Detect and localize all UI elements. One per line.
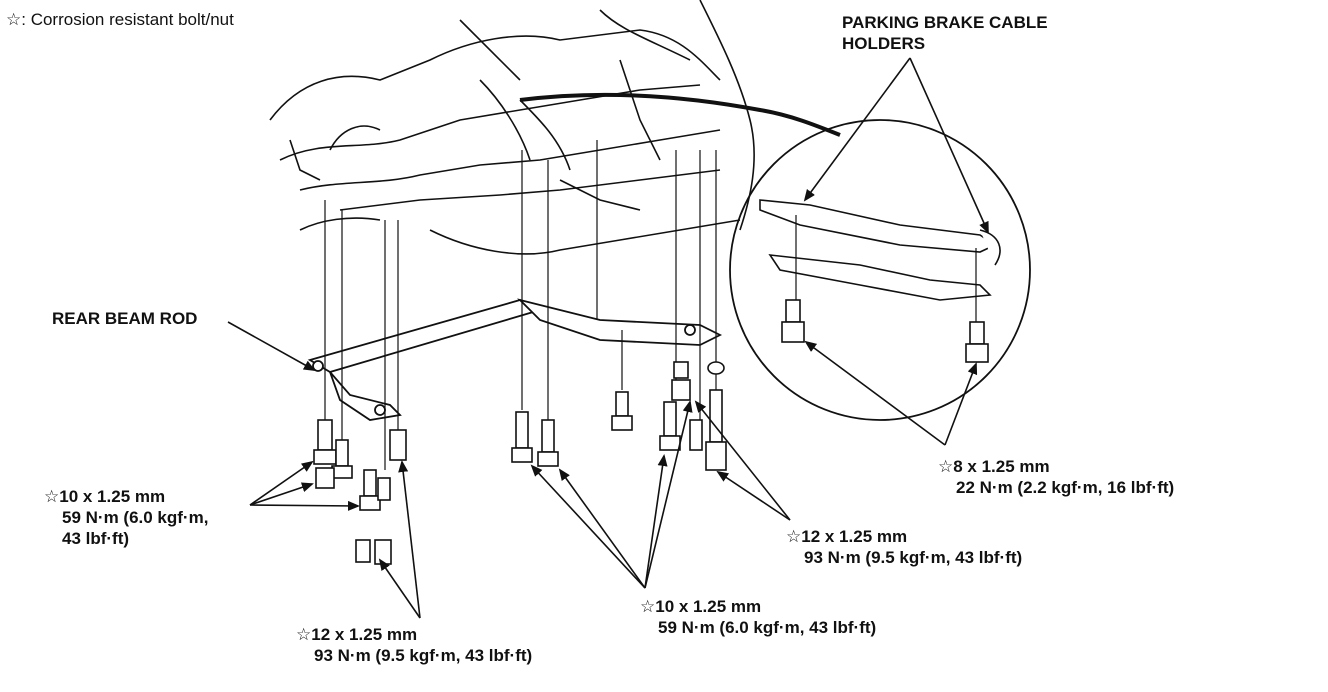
spec-size: 8 x 1.25 mm <box>953 457 1050 476</box>
spec-size: 10 x 1.25 mm <box>655 597 762 616</box>
bolts-right <box>659 361 727 471</box>
spec-torque: 59 N·m (6.0 kgf·m, 43 lbf·ft) <box>658 618 877 637</box>
parking-brake-label-line1: PARKING BRAKE CABLE <box>842 13 1048 32</box>
assembly-lines <box>324 140 717 470</box>
corrosion-note-text: : Corrosion resistant bolt/nut <box>21 10 234 29</box>
star-symbol: ☆ <box>786 527 802 546</box>
spec-center-10: ☆10 x 1.25 mm 59 N·m (6.0 kgf·m, 43 lbf·… <box>640 596 876 638</box>
spec-size: 12 x 1.25 mm <box>311 625 418 644</box>
spec-torque: 22 N·m (2.2 kgf·m, 16 lbf·ft) <box>956 478 1175 497</box>
star-symbol: ☆ <box>6 10 22 29</box>
spec-size: 12 x 1.25 mm <box>801 527 908 546</box>
spec-right-12: ☆12 x 1.25 mm 93 N·m (9.5 kgf·m, 43 lbf·… <box>786 526 1022 568</box>
rear-beam-rod-label: REAR BEAM ROD <box>52 309 198 328</box>
star-symbol: ☆ <box>938 457 954 476</box>
spec-torque: 93 N·m (9.5 kgf·m, 43 lbf·ft) <box>314 646 533 665</box>
bolts-left <box>313 419 407 565</box>
spec-left-10: ☆10 x 1.25 mm 59 N·m (6.0 kgf·m, 43 lbf·… <box>44 486 208 549</box>
leader-arrows <box>227 57 989 619</box>
spec-left-12: ☆12 x 1.25 mm 93 N·m (9.5 kgf·m, 43 lbf·… <box>296 624 532 666</box>
bolts-center <box>511 391 633 467</box>
spec-size: 10 x 1.25 mm <box>59 487 166 506</box>
spec-torque-cont: 43 lbf·ft) <box>62 529 130 548</box>
star-symbol: ☆ <box>44 487 60 506</box>
corrosion-note: ☆: Corrosion resistant bolt/nut <box>6 10 234 30</box>
star-symbol: ☆ <box>296 625 312 644</box>
parking-brake-inset <box>729 119 1031 421</box>
parking-brake-label-line2: HOLDERS <box>842 34 926 53</box>
parking-brake-label: PARKING BRAKE CABLE HOLDERS <box>842 12 1048 54</box>
parking-brake-cable <box>519 92 841 137</box>
rear-beam-rod-part <box>307 298 723 421</box>
star-symbol: ☆ <box>640 597 656 616</box>
chassis-sketch <box>269 0 755 255</box>
spec-inset-8: ☆8 x 1.25 mm 22 N·m (2.2 kgf·m, 16 lbf·f… <box>938 456 1174 498</box>
spec-torque: 59 N·m (6.0 kgf·m, <box>62 508 209 527</box>
spec-torque: 93 N·m (9.5 kgf·m, 43 lbf·ft) <box>804 548 1023 567</box>
